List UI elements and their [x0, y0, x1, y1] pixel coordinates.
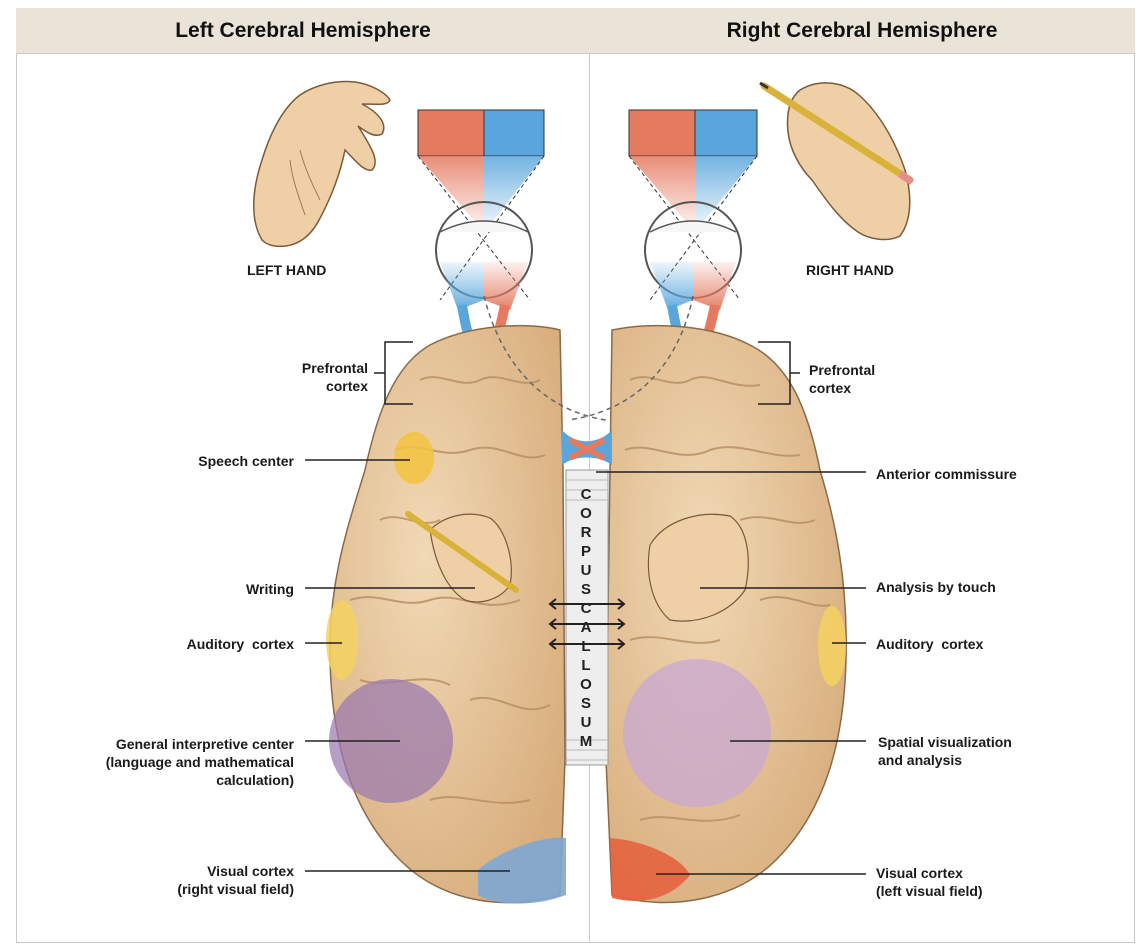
- cc-letter: U: [576, 714, 596, 731]
- right-auditory-region: [818, 606, 846, 686]
- left-visual-field-diagram: [418, 110, 544, 310]
- cc-letter: U: [576, 562, 596, 579]
- cc-letter: S: [576, 581, 596, 598]
- cc-letter: O: [576, 676, 596, 693]
- spatial-visualization-label: Spatial visualization and analysis: [878, 733, 1012, 769]
- cc-letter: S: [576, 695, 596, 712]
- speech-center-label: Speech center: [198, 452, 294, 470]
- left-hand-label: LEFT HAND: [247, 261, 326, 279]
- left-hand-illustration: [254, 82, 390, 247]
- auditory-cortex-left-label: Auditory cortex: [187, 635, 294, 653]
- visual-cortex-left-label: Visual cortex (right visual field): [177, 862, 294, 898]
- left-hemisphere-shape: [330, 326, 565, 903]
- cc-letter: L: [576, 657, 596, 674]
- cc-letter: M: [576, 733, 596, 750]
- right-hand-label: RIGHT HAND: [806, 261, 894, 279]
- cc-letter: A: [576, 619, 596, 636]
- prefrontal-cortex-right-label: Prefrontal cortex: [809, 361, 875, 397]
- speech-center-region: [394, 432, 434, 484]
- writing-label: Writing: [246, 580, 294, 598]
- cc-letter: C: [576, 600, 596, 617]
- general-interpretive-center-label: General interpretive center (language an…: [106, 735, 294, 789]
- left-auditory-region: [326, 600, 358, 680]
- cc-letter: R: [576, 524, 596, 541]
- right-hemisphere-shape: [606, 326, 846, 903]
- cc-letter: P: [576, 543, 596, 560]
- visual-cortex-right-label: Visual cortex (left visual field): [876, 864, 983, 900]
- cc-letter: C: [576, 486, 596, 503]
- cc-letter: L: [576, 638, 596, 655]
- spatial-region: [623, 659, 771, 807]
- right-visual-field-diagram: [629, 110, 757, 310]
- auditory-cortex-right-label: Auditory cortex: [876, 635, 983, 653]
- analysis-by-touch-label: Analysis by touch: [876, 578, 996, 596]
- right-hand-illustration: [760, 83, 912, 240]
- prefrontal-cortex-left-label: Prefrontal cortex: [302, 359, 368, 395]
- cc-letter: O: [576, 505, 596, 522]
- anterior-commissure-label: Anterior commissure: [876, 465, 1017, 483]
